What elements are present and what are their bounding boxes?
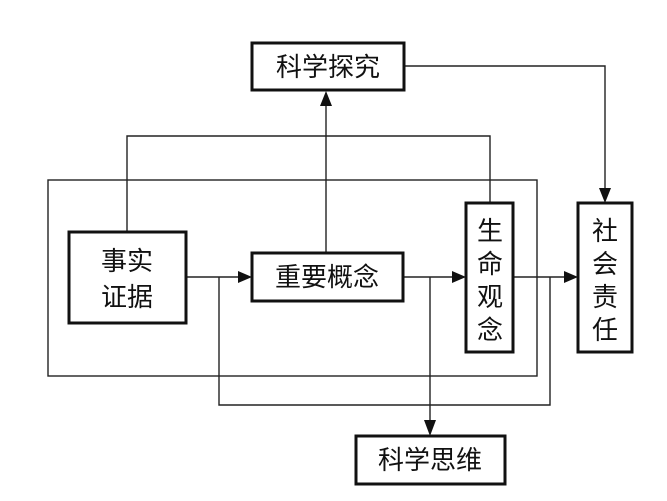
node-social: 社 会 责 任 <box>576 201 634 354</box>
node-evidence: 事实 证据 <box>67 230 188 325</box>
arrowhead-inquiry-social <box>599 188 611 203</box>
arrowhead-evidence-concepts <box>238 271 252 283</box>
node-life-char-3: 观 <box>477 283 503 313</box>
node-life-char-4: 念 <box>477 316 503 346</box>
arrowhead-concepts-thinking <box>424 420 436 436</box>
node-evidence-line-1: 事实 <box>101 247 153 277</box>
edge-inquiry-social <box>404 65 606 190</box>
arrowhead-life-social <box>564 271 578 283</box>
node-evidence-line-2: 证据 <box>101 283 153 313</box>
node-social-char-2: 会 <box>592 250 618 280</box>
arrowhead-concepts-life <box>452 271 466 283</box>
outer-frame <box>47 179 538 377</box>
node-thinking-label: 科学思维 <box>378 446 482 476</box>
node-life: 生 命 观 念 <box>464 201 515 354</box>
arrowhead-concepts-inquiry <box>320 91 332 106</box>
node-social-char-3: 责 <box>592 283 618 313</box>
connector-evidence-life <box>126 135 491 232</box>
node-thinking: 科学思维 <box>354 434 507 486</box>
node-inquiry-label: 科学探究 <box>276 53 380 83</box>
node-social-char-1: 社 <box>592 217 618 247</box>
node-life-char-1: 生 <box>477 217 503 247</box>
node-social-char-4: 任 <box>592 316 618 346</box>
node-inquiry: 科学探究 <box>250 41 406 92</box>
connector-bottom-loop <box>218 277 551 406</box>
node-concepts: 重要概念 <box>250 251 405 303</box>
node-life-char-2: 命 <box>477 250 503 280</box>
node-concepts-label: 重要概念 <box>275 263 379 293</box>
